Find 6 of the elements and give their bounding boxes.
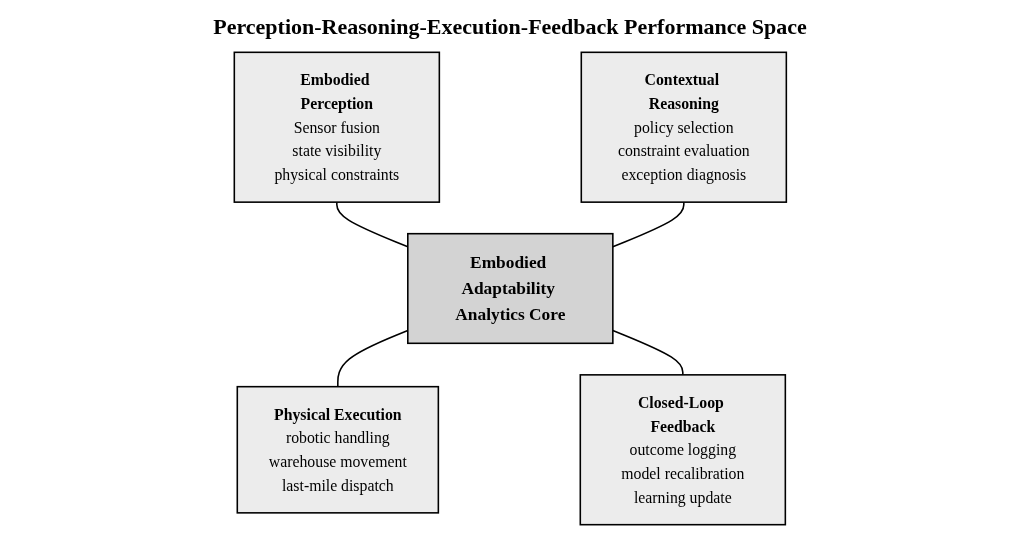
diagram-title: Perception-Reasoning-Execution-Feedback Performance Space: [212, 14, 808, 40]
node-box: Closed-Loop Feedback outcome logging model recalibration learning update: [579, 374, 786, 526]
node-box: Contextual Reasoning policy selection constraint evaluation exception diagnosis: [580, 51, 787, 203]
node-box: Physical Execution robotic handling warehouse movement last-mile dispatch: [236, 385, 439, 514]
node-box: Embodied Perception Sensor fusion state visibility physical constraints: [233, 51, 440, 203]
node-box: Embodied Adaptability Analytics Core: [406, 232, 614, 345]
